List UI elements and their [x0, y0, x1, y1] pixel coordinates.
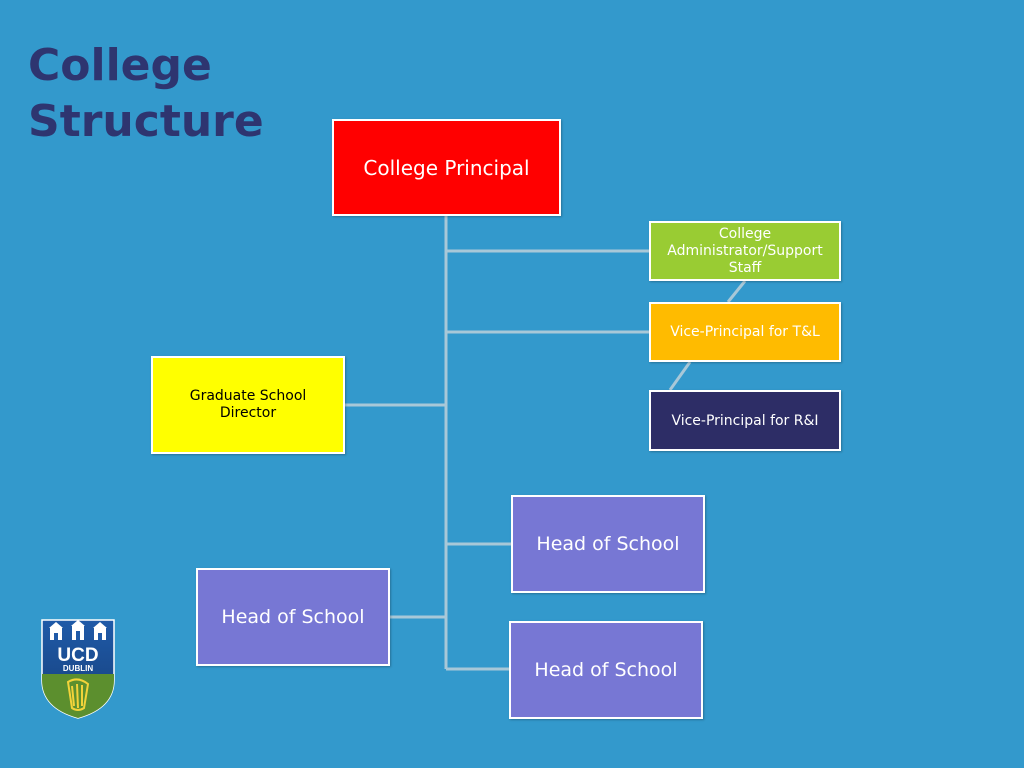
vice-principal-ri-label: Vice-Principal for R&I	[671, 412, 819, 429]
ucd-crest-icon: UCD DUBLIN	[41, 619, 115, 719]
head-of-school-label-1: Head of School	[536, 533, 680, 555]
head-of-school-box-3: Head of School	[509, 621, 703, 719]
vice-principal-tl-label: Vice-Principal for T&L	[670, 324, 820, 340]
head-of-school-label-2: Head of School	[221, 606, 365, 628]
head-of-school-box-2: Head of School	[196, 568, 390, 666]
college-principal-label: College Principal	[363, 155, 530, 180]
slide-title-line-1: College	[28, 40, 212, 91]
connector-admin-vp-tl	[726, 280, 747, 303]
college-principal-box: College Principal	[332, 119, 561, 216]
graduate-school-director-box: Graduate School Director	[151, 356, 345, 454]
college-administrator-label: College Administrator/Support Staff	[667, 225, 823, 276]
graduate-school-director-label: Graduate School Director	[189, 388, 307, 421]
slide-title-line-2: Structure	[28, 96, 264, 147]
vice-principal-ri-box: Vice-Principal for R&I	[649, 390, 841, 451]
slide-title: College Structure	[28, 38, 328, 150]
college-administrator-box: College Administrator/Support Staff	[649, 221, 841, 281]
connector-vp-tl-vp-ri	[668, 361, 692, 391]
head-of-school-box-1: Head of School	[511, 495, 705, 593]
vice-principal-tl-box: Vice-Principal for T&L	[649, 302, 841, 362]
logo-text-ucd: UCD	[57, 645, 98, 666]
head-of-school-label-3: Head of School	[534, 659, 678, 681]
logo-text-dublin: DUBLIN	[63, 664, 93, 673]
